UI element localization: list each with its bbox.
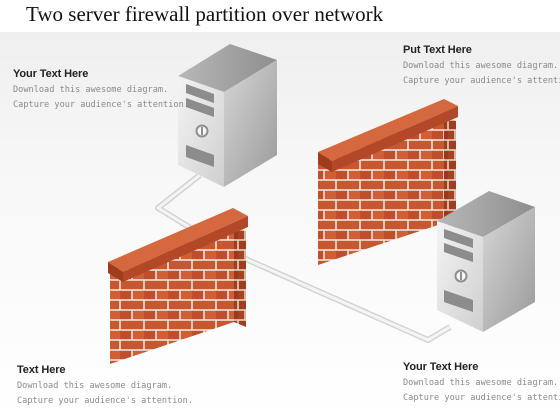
firewall-wall-right bbox=[318, 99, 458, 265]
note-top-left: Your Text Here Download this awesome dia… bbox=[13, 68, 189, 113]
note-body: Download this awesome diagram. Capture y… bbox=[403, 59, 560, 89]
note-top-right: Put Text Here Download this awesome diag… bbox=[403, 44, 560, 89]
diagram-canvas bbox=[0, 32, 560, 420]
note-line: Download this awesome diagram. bbox=[403, 61, 559, 71]
note-heading: Put Text Here bbox=[403, 44, 472, 56]
note-line: Download this awesome diagram. bbox=[17, 381, 173, 391]
note-heading: Your Text Here bbox=[403, 361, 479, 373]
note-line: Capture your audience's attention. bbox=[403, 76, 560, 86]
note-line: Download this awesome diagram. bbox=[13, 85, 169, 95]
firewall-wall-left bbox=[108, 208, 248, 364]
server-bottom bbox=[437, 191, 535, 332]
note-line: Capture your audience's attention. bbox=[13, 100, 189, 110]
note-bottom-right: Your Text Here Download this awesome dia… bbox=[403, 361, 560, 406]
note-body: Download this awesome diagram. Capture y… bbox=[13, 83, 189, 113]
server-top bbox=[178, 44, 277, 187]
note-line: Download this awesome diagram. bbox=[403, 378, 559, 388]
note-bottom-left: Text Here Download this awesome diagram.… bbox=[17, 364, 193, 409]
note-body: Download this awesome diagram. Capture y… bbox=[17, 379, 193, 409]
note-heading: Text Here bbox=[17, 364, 66, 376]
note-line: Capture your audience's attention. bbox=[403, 393, 560, 403]
note-heading: Your Text Here bbox=[13, 68, 89, 80]
note-body: Download this awesome diagram. Capture y… bbox=[403, 376, 560, 406]
page-title: Two server firewall partition over netwo… bbox=[26, 2, 384, 26]
note-line: Capture your audience's attention. bbox=[17, 396, 193, 406]
